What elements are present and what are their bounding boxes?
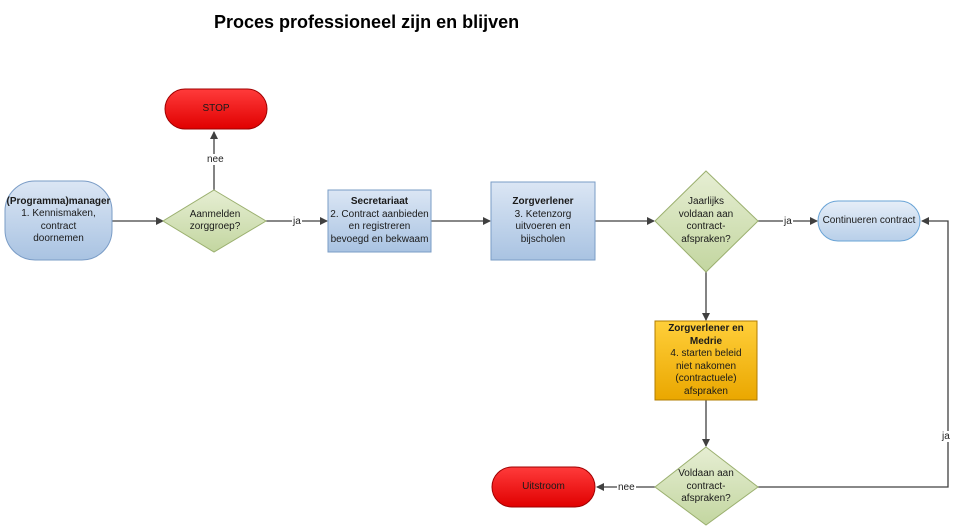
stop-node: STOP [165,89,267,129]
secretariaat-node: Secretariaat 2. Contract aanbieden en re… [328,190,431,252]
secretariaat-process-shape [327,189,432,253]
edge-label-nee-uitstroom: nee [617,482,636,493]
medrie-heading: Zorgverlener en Medrie [668,323,744,347]
start-node: (Programma)manager 1. Kennismaken, contr… [5,181,112,260]
jaarlijks-text: Jaarlijks voldaan aan contract-afspraken… [678,196,734,245]
start-text: 1. Kennismaken, contract doornemen [21,208,96,244]
continueren-text: Continueren contract [822,214,916,226]
jaarlijks-decision: Jaarlijks voldaan aan contract-afspraken… [670,196,742,245]
stop-terminator-shape [164,88,268,130]
zorgverlener-text: 3. Ketenzorg uitvoeren en bijscholen [514,208,572,245]
uitstroom-node: Uitstroom [492,467,595,507]
uitstroom-terminator-shape [491,466,596,508]
zorgverlener-node: Zorgverlener 3. Ketenzorg uitvoeren en b… [491,182,595,260]
aanmelden-decision: Aanmelden zorggroep? [180,205,250,237]
secretariaat-text: 2. Contract aanbieden en registreren bev… [330,208,429,245]
stop-text: STOP [202,102,230,114]
edge-label-ja-continueren: ja [783,216,793,227]
edge-label-ja-secretariaat: ja [292,216,302,227]
medrie-text: 4. starten beleid niet nakomen (contract… [670,348,742,397]
edge-label-ja-loop: ja [941,431,951,442]
zorgverlener-heading: Zorgverlener [512,196,574,207]
edge-label-nee-stop: nee [206,154,225,165]
start-terminator-shape [4,180,113,261]
jaarlijks-decision-shape [654,170,759,273]
secretariaat-heading: Secretariaat [350,196,409,207]
continueren-terminator-shape [817,200,921,242]
aanmelden-text: Aanmelden zorggroep? [189,208,241,233]
zorgverlener-process-shape [490,181,596,261]
aanmelden-decision-shape [162,189,267,253]
voldaan-decision-shape [654,446,759,526]
edge-voldaan-continueren-loop [758,217,949,488]
continueren-node: Continueren contract [818,201,920,241]
voldaan-text: Voldaan aan contract-afspraken? [678,468,734,505]
medrie-process-shape [654,320,758,401]
diagram-title: Proces professioneel zijn en blijven [214,12,520,32]
start-heading: (Programma)manager [6,195,111,207]
medrie-node: Zorgverlener en Medrie 4. starten beleid… [655,321,757,400]
voldaan-decision: Voldaan aan contract-afspraken? [672,468,740,506]
uitstroom-text: Uitstroom [522,480,565,492]
